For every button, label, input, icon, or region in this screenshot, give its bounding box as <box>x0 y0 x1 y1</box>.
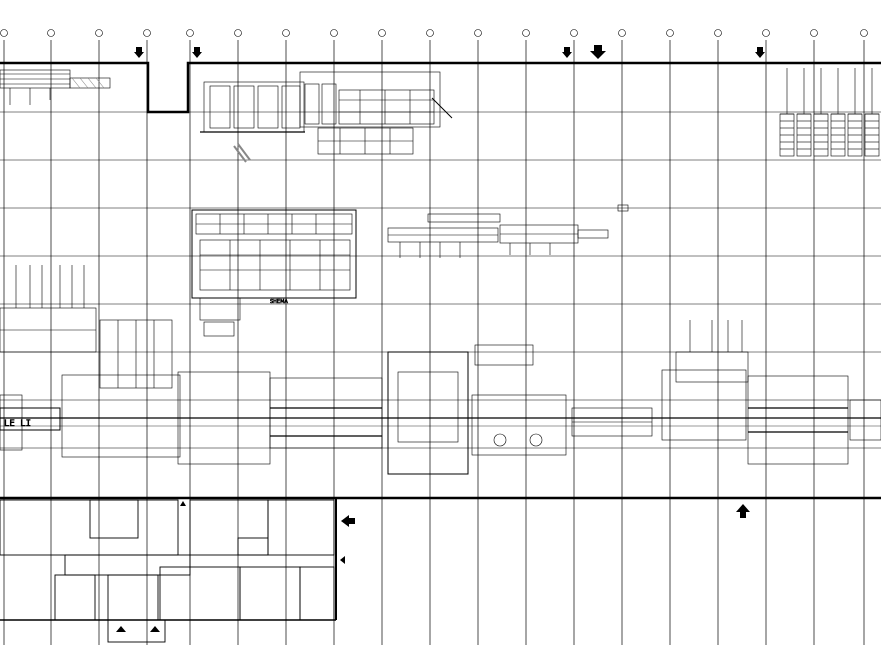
arrow-down-icon <box>134 45 765 59</box>
column-bubble-icon <box>570 29 578 37</box>
column-bubble-icon <box>426 29 434 37</box>
production-line-main: LE LI <box>0 319 881 475</box>
stations-left <box>0 265 97 353</box>
column-bubbles <box>0 29 868 37</box>
column-bubble-icon <box>522 29 530 37</box>
conveyor-top-left <box>0 69 111 105</box>
column-bubble-icon <box>143 29 151 37</box>
equipment-tag: SHEMA <box>270 299 288 305</box>
column-bubble-icon <box>330 29 338 37</box>
column-bubble-icon <box>47 29 55 37</box>
building-outline <box>0 61 881 621</box>
column-bubble-icon <box>234 29 242 37</box>
column-bubble-icon <box>714 29 722 37</box>
column-bubble-icon <box>474 29 482 37</box>
column-bubble-icon <box>378 29 386 37</box>
conveyor-middle <box>387 204 629 258</box>
arrow-left-icon <box>340 515 355 564</box>
line-label-left: LE LI <box>4 419 31 429</box>
column-bubble-icon <box>762 29 770 37</box>
column-grid <box>0 40 881 645</box>
column-bubble-icon <box>186 29 194 37</box>
office-block <box>0 499 335 643</box>
storage-racks-top-right <box>779 68 880 157</box>
column-bubble-icon <box>666 29 674 37</box>
machine-top-center <box>200 71 453 163</box>
column-bubble-icon <box>95 29 103 37</box>
column-bubble-icon <box>860 29 868 37</box>
column-bubble-icon <box>0 29 8 37</box>
column-bubble-icon <box>282 29 290 37</box>
machine-middle-left: SHEMA <box>191 209 357 337</box>
column-bubble-icon <box>810 29 818 37</box>
arrow-up-icon <box>116 501 750 632</box>
column-bubble-icon <box>618 29 626 37</box>
